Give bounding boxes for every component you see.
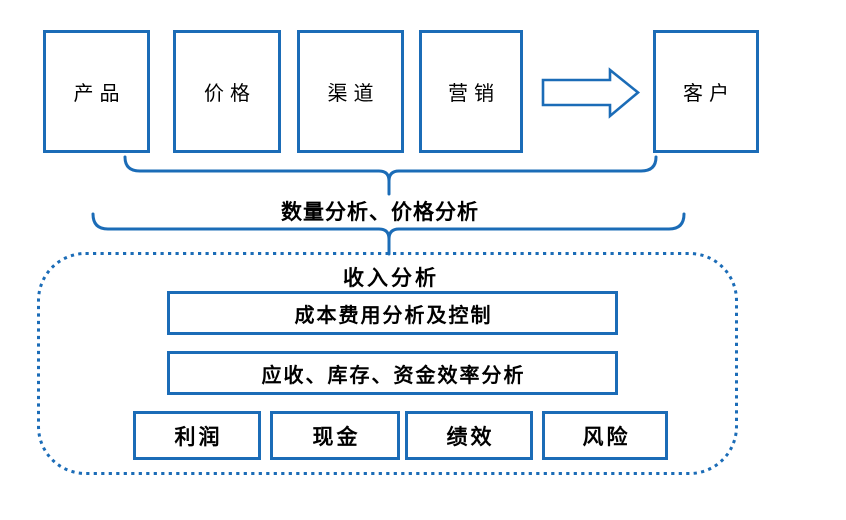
revenue-analysis-title: 收入分析 (343, 266, 439, 290)
flow-box-customer: 客户 (653, 30, 759, 153)
efficiency-analysis-bar: 应收、库存、资金效率分析 (167, 351, 618, 395)
flow-box-channel: 渠道 (297, 30, 404, 153)
flow-box-product: 产品 (43, 30, 150, 153)
flow-box-price: 价格 (173, 30, 281, 153)
upper-brace (123, 155, 658, 196)
quantity-price-analysis-label: 数量分析、价格分析 (281, 200, 479, 224)
right-block-arrow-icon (541, 67, 641, 119)
cost-expense-analysis-bar: 成本费用分析及控制 (167, 291, 618, 335)
flow-box-marketing: 营销 (419, 30, 523, 153)
result-box-risk: 风险 (542, 411, 668, 460)
result-box-profit: 利润 (133, 411, 261, 460)
result-box-cash: 现金 (270, 411, 400, 460)
result-box-performance: 绩效 (405, 411, 533, 460)
